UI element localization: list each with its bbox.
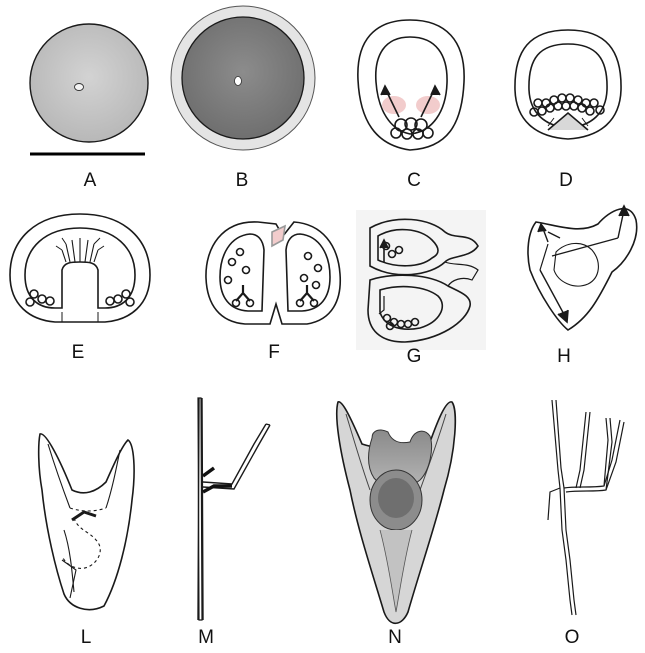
panel-h-larva (528, 206, 637, 330)
panel-label-h: H (534, 346, 594, 368)
panel-label-m: M (176, 627, 236, 649)
panel-label-l: L (56, 627, 116, 649)
panel-o-skeleton (548, 400, 624, 615)
panel-label-d: D (536, 170, 596, 192)
panel-label-o: O (542, 627, 602, 649)
panel-c-embryo (358, 20, 464, 150)
panel-a-egg (30, 24, 148, 142)
panel-b-egg (171, 6, 315, 150)
panel-label-g: G (384, 346, 444, 368)
panel-label-b: B (212, 170, 272, 192)
panel-label-a: A (60, 170, 120, 192)
panel-g-embryo (356, 210, 486, 350)
panel-label-c: C (384, 170, 444, 192)
panel-label-n: N (365, 627, 425, 649)
panel-l-larva (39, 434, 134, 610)
panel-m-skeleton (198, 398, 270, 620)
panel-f-embryo (206, 222, 340, 324)
panel-e-embryo (10, 214, 150, 322)
panel-d-embryo (515, 30, 621, 139)
panel-n-larva (337, 402, 456, 623)
panel-label-e: E (48, 342, 108, 364)
panel-label-f: F (244, 342, 304, 364)
